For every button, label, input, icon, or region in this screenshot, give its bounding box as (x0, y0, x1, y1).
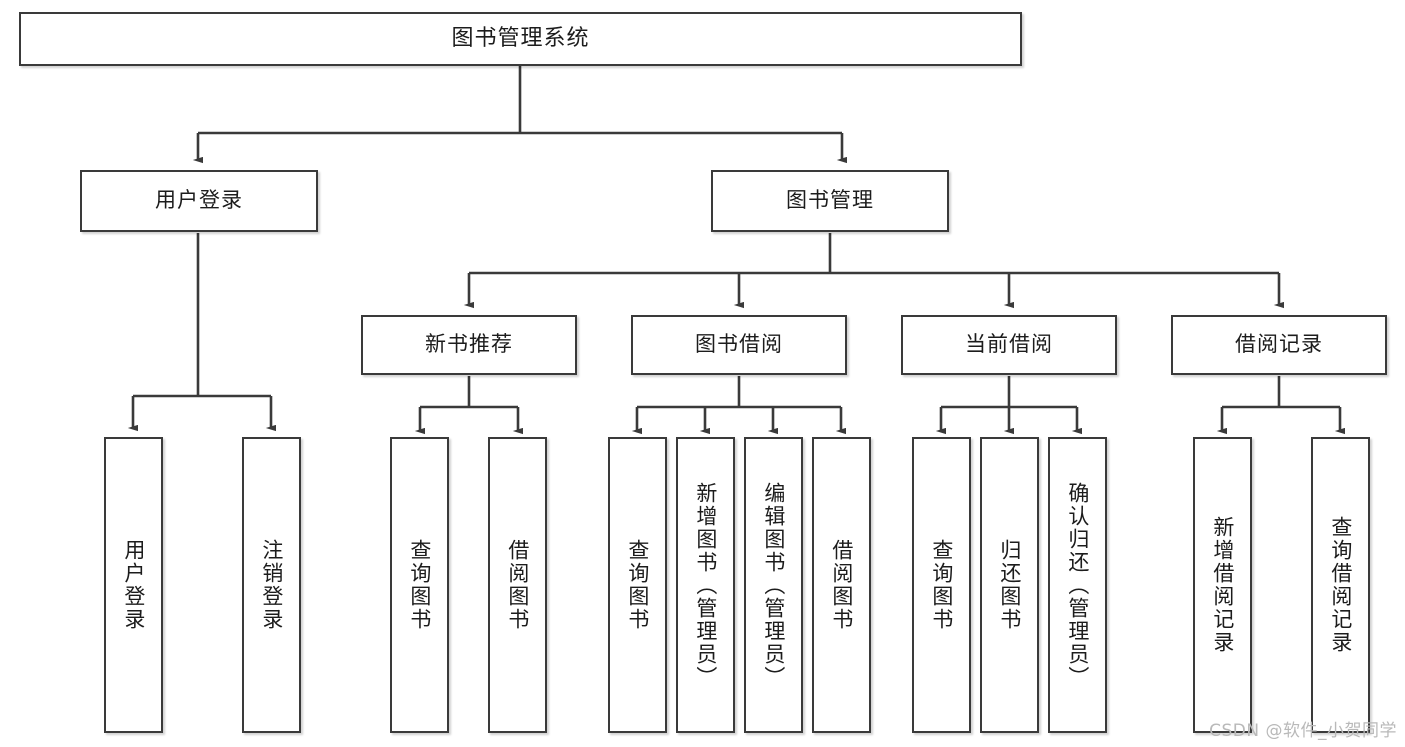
node-label: 图书管理系统 (451, 25, 590, 51)
node-label: 查询图书 (929, 539, 954, 631)
node-leaf-query-book-current[interactable]: 查询图书 (912, 437, 971, 733)
node-leaf-borrow-book[interactable]: 借阅图书 (812, 437, 871, 733)
node-leaf-user-login[interactable]: 用户登录 (104, 437, 163, 733)
node-current-borrow[interactable]: 当前借阅 (901, 315, 1117, 375)
node-leaf-add-borrow-record[interactable]: 新增借阅记录 (1193, 437, 1252, 733)
node-leaf-confirm-return-admin[interactable]: 确认归还（管理员） (1048, 437, 1107, 733)
node-leaf-query-book-borrow[interactable]: 查询图书 (608, 437, 667, 733)
node-label: 编辑图书（管理员） (761, 481, 786, 689)
node-label: 借阅图书 (505, 539, 530, 631)
node-label: 图书管理 (786, 188, 874, 213)
node-label: 新书推荐 (425, 332, 513, 357)
node-leaf-query-book-newbook[interactable]: 查询图书 (390, 437, 449, 733)
node-leaf-add-book-admin[interactable]: 新增图书（管理员） (676, 437, 735, 733)
node-label: 借阅记录 (1235, 332, 1323, 357)
node-label: 确认归还（管理员） (1065, 481, 1090, 689)
node-leaf-borrow-book-newbook[interactable]: 借阅图书 (488, 437, 547, 733)
node-label: 查询借阅记录 (1328, 516, 1353, 654)
node-leaf-edit-book-admin[interactable]: 编辑图书（管理员） (744, 437, 803, 733)
node-leaf-query-borrow-record[interactable]: 查询借阅记录 (1311, 437, 1370, 733)
node-label: 用户登录 (121, 539, 146, 631)
node-label: 查询图书 (407, 539, 432, 631)
node-label: 新增图书（管理员） (693, 481, 718, 689)
node-label: 图书借阅 (695, 332, 783, 357)
node-label: 归还图书 (997, 539, 1022, 631)
node-user-login[interactable]: 用户登录 (80, 170, 318, 232)
node-label: 用户登录 (155, 188, 243, 213)
node-book-management[interactable]: 图书管理 (711, 170, 949, 232)
node-label: 新增借阅记录 (1210, 516, 1235, 654)
node-label: 查询图书 (625, 539, 650, 631)
node-leaf-return-book[interactable]: 归还图书 (980, 437, 1039, 733)
node-book-borrow[interactable]: 图书借阅 (631, 315, 847, 375)
node-new-book-recommend[interactable]: 新书推荐 (361, 315, 577, 375)
csdn-watermark: CSDN @软件_小贺同学 (1209, 721, 1397, 741)
node-leaf-logout[interactable]: 注销登录 (242, 437, 301, 733)
node-root-book-management-system[interactable]: 图书管理系统 (19, 12, 1022, 66)
node-label: 注销登录 (259, 539, 284, 631)
node-borrow-record[interactable]: 借阅记录 (1171, 315, 1387, 375)
node-label: 借阅图书 (829, 539, 854, 631)
node-label: 当前借阅 (965, 332, 1053, 357)
